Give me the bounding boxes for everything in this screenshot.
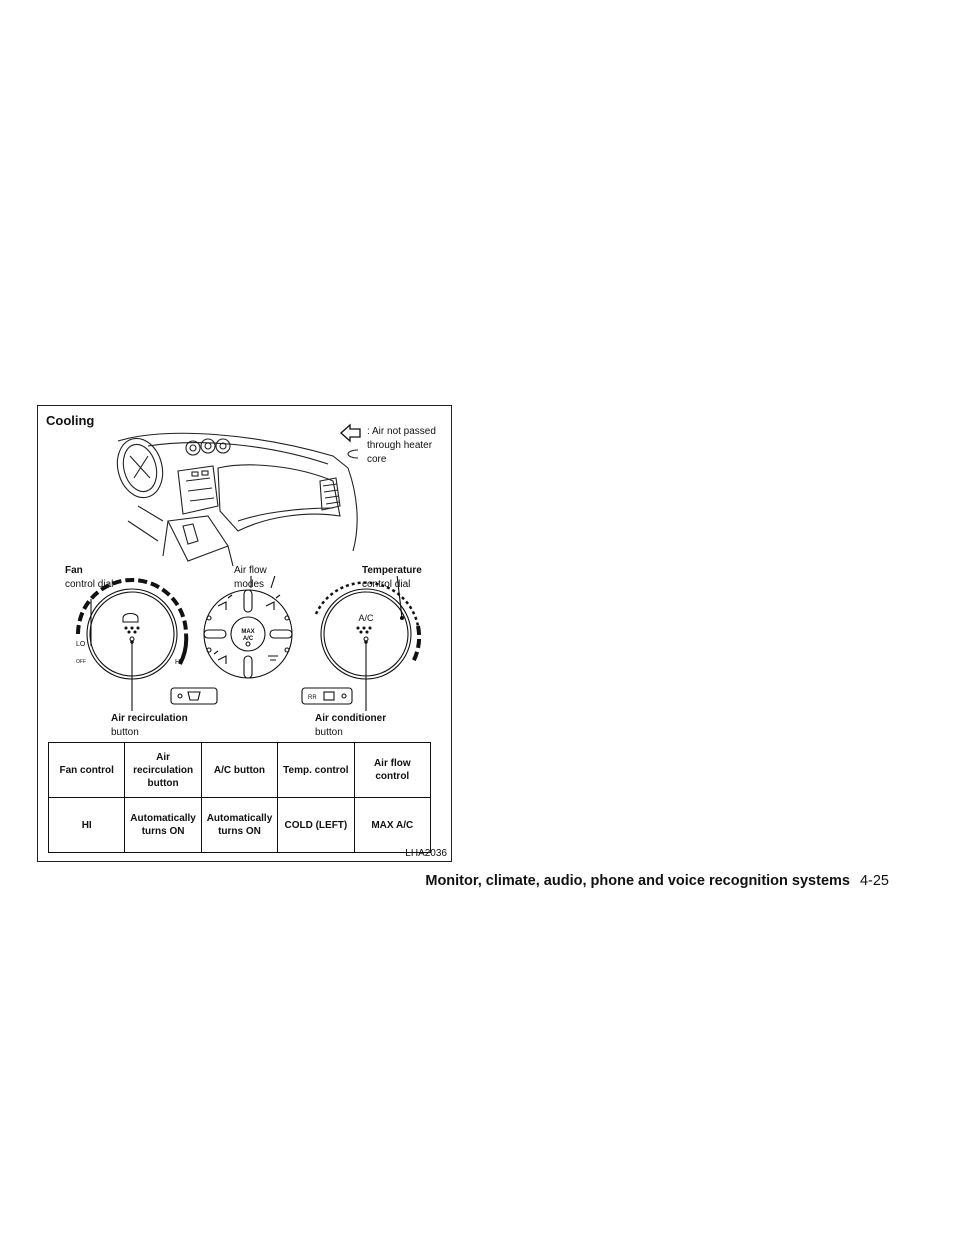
fan-lo-label: LO [76, 641, 86, 648]
header-air-recirculation: Air recirculation button [124, 742, 202, 798]
airflow-modes-label: Air flow modes [234, 565, 267, 590]
header-fan-control: Fan control [47, 742, 126, 798]
ac-button-label: Air conditioner button [315, 713, 387, 738]
cooling-figure: Cooling : Air not passed through heater … [37, 405, 452, 862]
page-number: 4-25 [859, 873, 889, 889]
cell-fan-control: HI [47, 797, 126, 853]
legend-text: : Air not passed through heater core [367, 426, 436, 465]
figure-title: Cooling [46, 413, 95, 428]
rear-defroster-button [301, 687, 353, 705]
cell-ac-button: Automatically turns ON [200, 797, 279, 853]
front-defroster-button [170, 687, 218, 705]
cell-temp-control: COLD (LEFT) [277, 797, 355, 853]
recirc-button-label: Air recirculation button [111, 713, 188, 738]
cooling-settings-table: Fan control Air recirculation button A/C… [47, 742, 432, 853]
max-label: MAX [241, 629, 254, 635]
dashboard-illustration [116, 432, 358, 567]
cell-air-flow-control: MAX A/C [353, 797, 432, 853]
fan-hi-label: HI [175, 659, 182, 666]
table-header-row: Fan control Air recirculation button A/C… [47, 742, 432, 798]
climate-panel-illustration: LO OFF HI MAX A/C A/C RR [76, 576, 422, 711]
fan-dial-label: Fan control dial [65, 565, 114, 590]
cell-air-recirculation: Automatically turns ON [124, 797, 202, 853]
figure-code: LHA2036 [405, 848, 447, 859]
temp-ac-label: A/C [358, 613, 374, 623]
max-ac-button [230, 616, 266, 652]
page-footer: Monitor, climate, audio, phone and voice… [425, 873, 889, 889]
header-air-flow-control: Air flow control [353, 742, 432, 798]
rr-label: RR [308, 695, 317, 701]
header-temp-control: Temp. control [277, 742, 355, 798]
footer-section-title: Monitor, climate, audio, phone and voice… [425, 873, 850, 889]
max-ac-label: A/C [243, 636, 254, 642]
header-ac-button: A/C button [200, 742, 279, 798]
airflow-arrow-icon [340, 423, 361, 443]
temperature-dial-label: Temperature control dial [362, 565, 422, 590]
fan-off-label: OFF [76, 659, 86, 665]
table-row: HI Automatically turns ON Automatically … [47, 797, 432, 853]
